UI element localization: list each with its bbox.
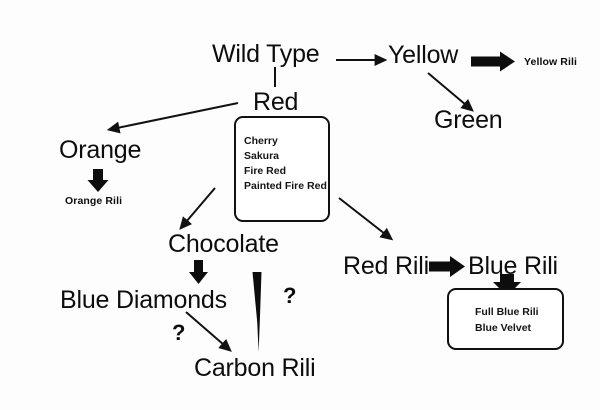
blue-variant-item: Blue Velvet <box>475 322 532 335</box>
edge-red-to-orange <box>106 102 239 134</box>
red-variant-item: Sakura <box>244 149 280 162</box>
edge-yellow-to-green <box>427 72 474 112</box>
question-mark-bluediamonds-carbon: ? <box>172 320 186 345</box>
edge-orange-to-orangerili <box>87 169 109 192</box>
red-variants-box: Cherry Sakura Fire Red Painted Fire Red <box>234 116 330 222</box>
node-wild-type[interactable]: Wild Type <box>212 40 320 68</box>
node-orange[interactable]: Orange <box>59 136 142 164</box>
red-variant-item: Fire Red <box>244 164 287 177</box>
node-orange-rili[interactable]: Orange Rili <box>65 195 123 207</box>
edge-red-to-redrili <box>338 197 394 241</box>
node-chocolate[interactable]: Chocolate <box>168 230 279 258</box>
red-variant-item: Cherry <box>244 135 278 147</box>
edge-yellow-to-yellowrili <box>471 51 515 72</box>
edge-red-to-chocolate <box>179 187 216 230</box>
blue-variants-box: Full Blue Rili Blue Velvet <box>447 288 564 350</box>
node-yellow-rili[interactable]: Yellow Rili <box>524 56 578 68</box>
node-green[interactable]: Green <box>434 106 503 134</box>
edge-redrili-to-bluerili <box>429 256 465 277</box>
edge-chocolate-to-carbonrili <box>252 272 262 352</box>
node-carbon-rili[interactable]: Carbon Rili <box>194 354 316 382</box>
node-red-rili[interactable]: Red Rili <box>343 252 429 280</box>
node-red[interactable]: Red <box>253 88 299 116</box>
edge-chocolate-to-bluediamonds <box>189 260 208 284</box>
question-mark-chocolate-carbon: ? <box>283 283 297 308</box>
node-yellow[interactable]: Yellow <box>388 41 459 69</box>
blue-variant-item: Full Blue Rili <box>475 306 539 318</box>
node-blue-diamonds[interactable]: Blue Diamonds <box>60 286 227 314</box>
edge-bluediamonds-to-carbonrili <box>185 311 232 352</box>
red-variant-item: Painted Fire Red <box>244 179 327 192</box>
node-blue-rili[interactable]: Blue Rili <box>468 252 558 280</box>
